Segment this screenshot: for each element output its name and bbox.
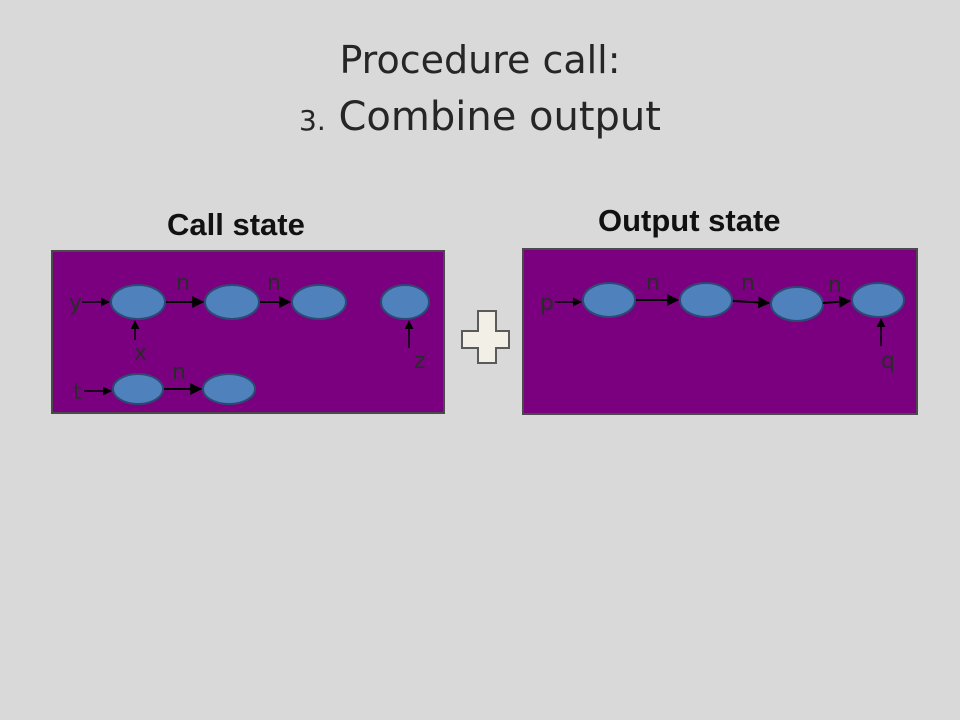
output-state-panel: n n n p q	[522, 248, 918, 415]
step-title: Combine output	[338, 94, 661, 140]
plus-icon	[461, 310, 510, 364]
call-node-6	[202, 373, 256, 405]
output-edge-label-2: n	[741, 271, 755, 296]
call-edge-label-1: n	[176, 271, 190, 296]
var-p-label: p	[540, 291, 554, 316]
output-state-box	[522, 248, 918, 415]
output-node-1	[582, 282, 636, 318]
slide-title: Procedure call:	[339, 38, 621, 82]
output-edge-3	[822, 295, 852, 308]
var-q-label: q	[881, 349, 895, 374]
output-edge-label-3: n	[828, 273, 842, 298]
call-node-2	[204, 284, 260, 320]
call-node-3	[291, 284, 347, 320]
call-state-label: Call state	[167, 207, 305, 242]
var-y-label: y	[69, 291, 82, 316]
output-edge-2	[732, 296, 771, 309]
output-node-4	[851, 282, 905, 318]
step-number: 3.	[299, 104, 326, 137]
call-edge-label-2: n	[267, 271, 281, 296]
slide-subtitle: 3. Combine output	[0, 94, 960, 140]
var-x-label: x	[134, 341, 147, 366]
output-state-label: Output state	[598, 203, 781, 238]
call-node-4	[380, 284, 430, 320]
output-node-3	[770, 286, 824, 322]
var-t-label: t	[73, 380, 82, 405]
output-edge-label-1: n	[646, 271, 660, 296]
call-edge-label-3: n	[172, 360, 186, 385]
call-node-1	[110, 284, 166, 320]
var-z-label: z	[414, 349, 426, 374]
call-node-5	[112, 373, 164, 405]
call-state-panel: n n y x z n t	[51, 250, 445, 414]
output-node-2	[679, 282, 733, 318]
